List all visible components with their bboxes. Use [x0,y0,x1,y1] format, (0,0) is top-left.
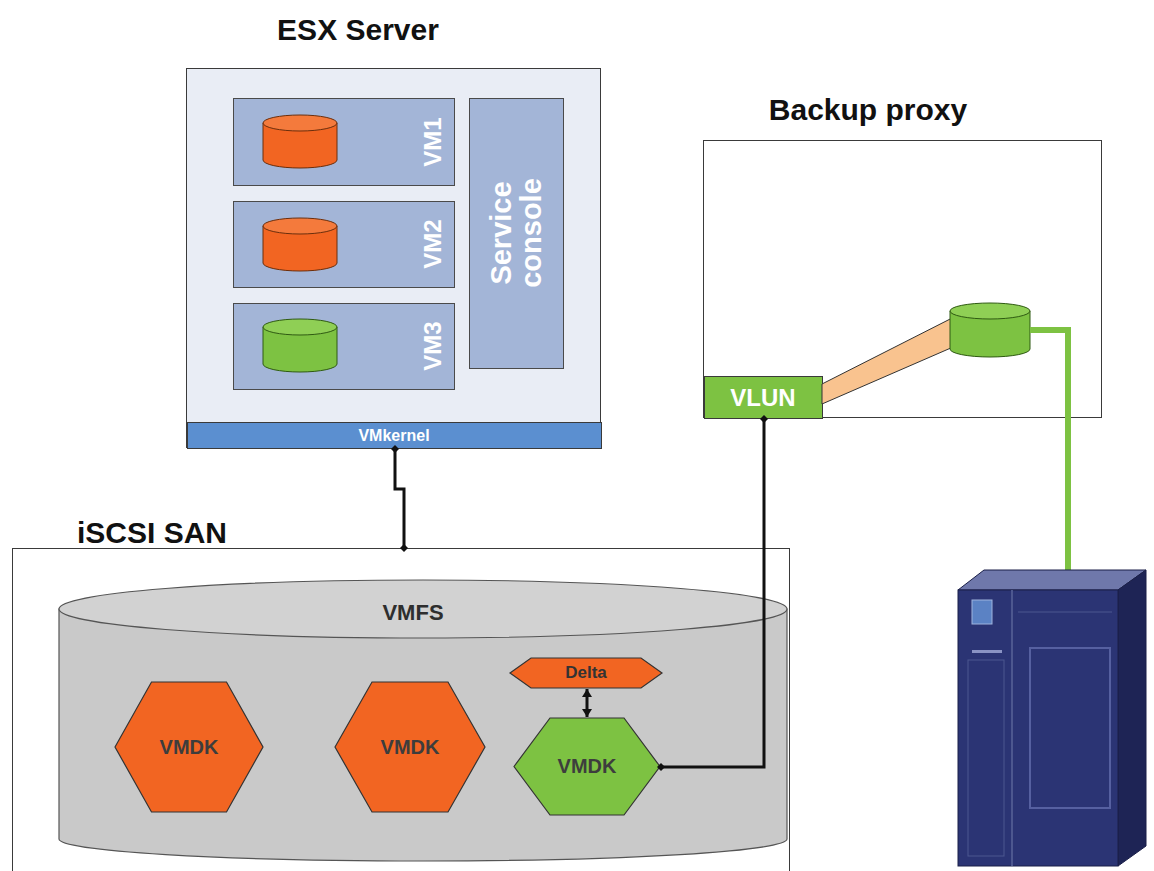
vm-box: VM1 [233,98,455,186]
proxy-box: Backup proxyVLUN [703,140,1102,418]
connector [657,415,768,771]
arrowhead [582,689,592,697]
node-label: VM3 [420,321,445,370]
node-label: VM2 [420,219,445,268]
node-label: VMDK [381,737,440,758]
vmkernel-band: VMkernel [187,422,602,449]
node-label: Service console [486,158,547,308]
connector-dot [400,544,408,552]
node-label: ESX Server [277,14,439,46]
connector-dot [391,445,399,453]
vlun-box: VLUN [704,376,823,419]
mapping-cone [822,314,960,404]
node-label: VMDK [160,737,219,758]
connector [391,445,408,552]
node-label: Backup proxy [769,94,967,126]
server-box: ESX ServerVM1VM2VM3Service consoleVMkern… [186,68,601,448]
tape-library [958,570,1146,866]
vmfs-volume: VMFS VMDK VMDK DeltaVMDK [58,579,788,861]
connector-dot [657,763,665,771]
connector [582,689,592,717]
connector-line [661,419,764,767]
vm-box: VM3 [233,303,455,390]
delta-hexagon: Delta [509,657,663,689]
san-box: iSCSI SANVMFSVMDKVMDKDeltaVMDK [12,548,790,871]
vmdk-hexagon: VMDK [334,681,486,813]
disk-icon [950,303,1030,357]
node-label: VMkernel [358,428,429,445]
disk-icon [263,218,337,271]
node-label: VLUN [730,385,795,410]
backup-flow-arrowhead [1053,572,1083,600]
node-label: VMFS [382,601,443,624]
connector-dot [760,415,768,423]
disk-icon [263,115,337,168]
connector-line [586,689,589,717]
disk-icon [263,319,337,372]
node-label: VM1 [420,117,445,166]
service-console-box: Service console [469,98,564,369]
connector-line [395,449,404,548]
vmdk-hexagon: VMDK [114,681,264,813]
node-label: iSCSI SAN [77,517,227,549]
node-label: Delta [565,664,607,682]
vmdk-hexagon: VMDK [513,717,661,816]
backup-flow-arrow [1030,330,1068,574]
arrowhead [582,709,592,717]
node-label: VMDK [558,756,617,777]
vm-box: VM2 [233,201,455,288]
